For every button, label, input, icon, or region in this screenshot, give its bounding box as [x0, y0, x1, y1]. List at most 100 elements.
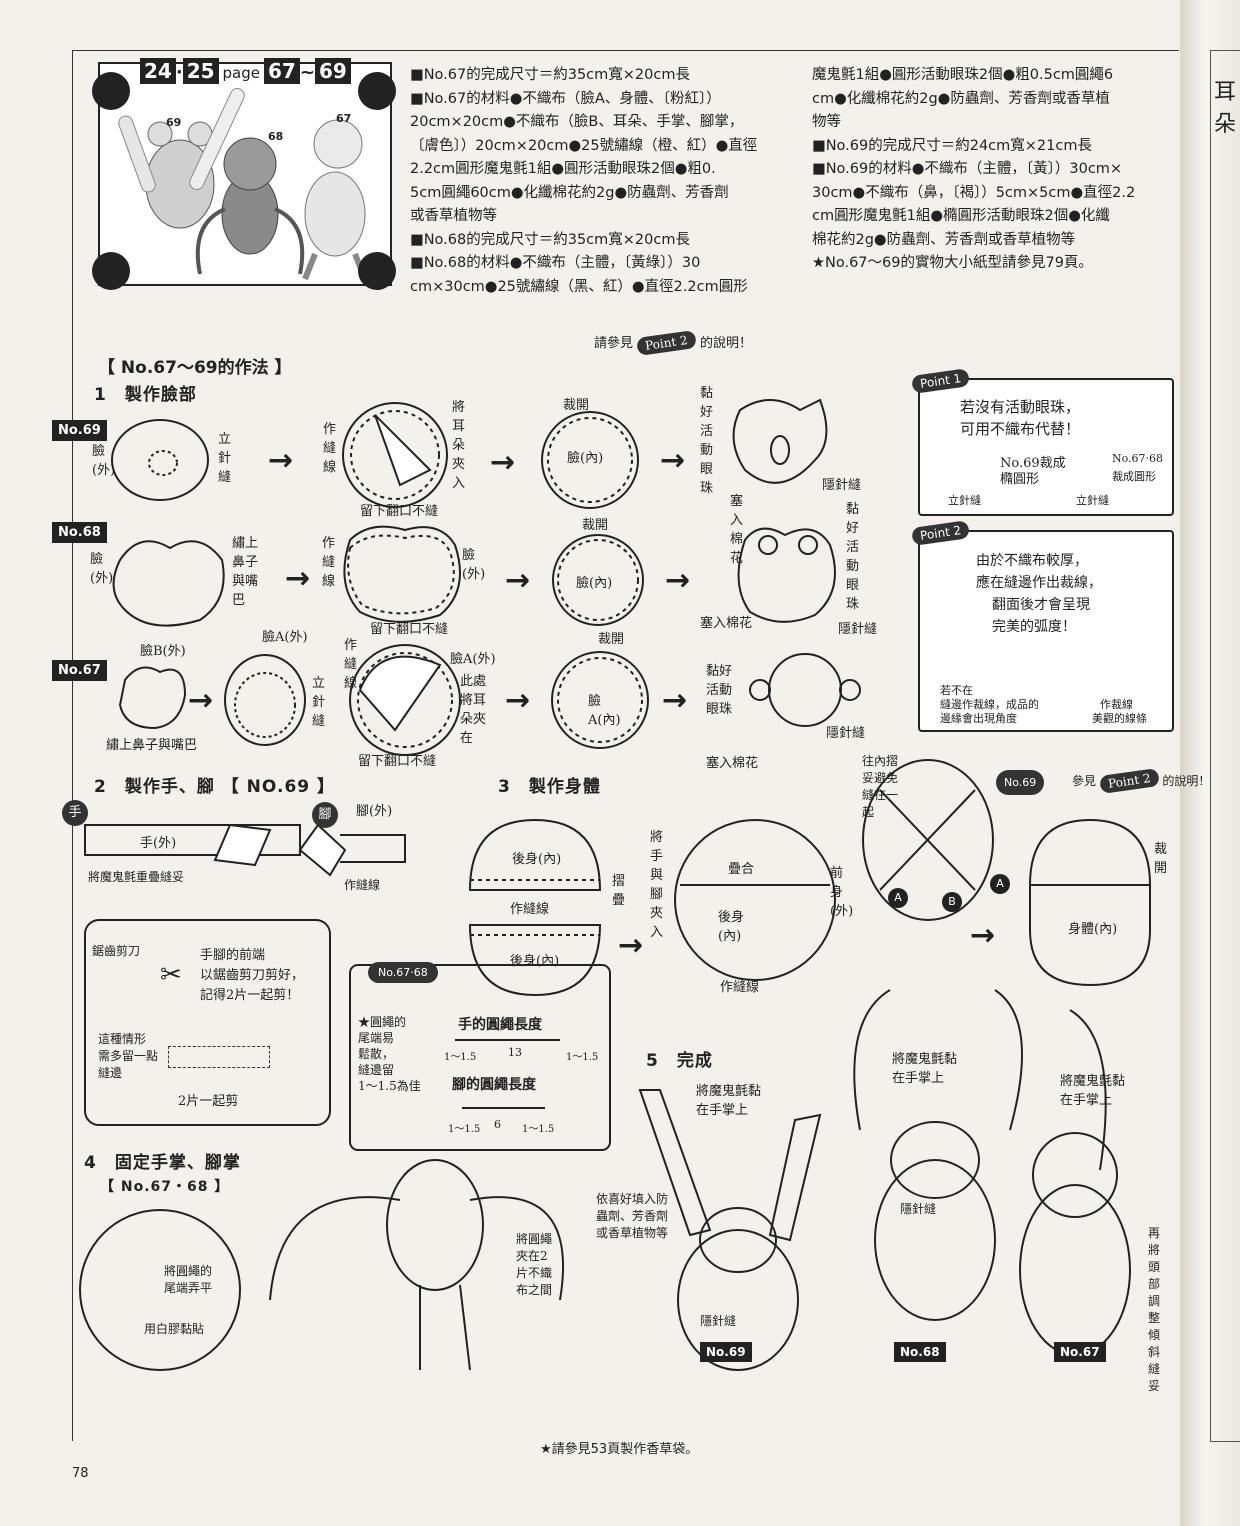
point-2-box: Point 2 由於不織布較厚， 應在縫邊作出裁線， 翻面後才會呈現 完美的弧度… [911, 520, 1174, 732]
marker-a: A [888, 888, 908, 908]
materials-line: 20cm×20cm●不織布（臉B、耳朵、手掌、腳掌， [410, 114, 744, 130]
step-5-heading: 5 完成 [646, 1051, 713, 1071]
content-frame [72, 50, 1179, 1441]
label: 臉(外) [462, 548, 486, 582]
label: 隱針縫 [822, 478, 862, 493]
label: 裁開 [582, 518, 609, 533]
label: 繡上鼻子與嘴巴 [232, 536, 259, 608]
label: 再將頭部調整傾斜縫妥 [1148, 1226, 1161, 1393]
label: 手腳的前端 [200, 948, 266, 963]
hand-rope-title: 手的圓繩長度 [458, 1017, 542, 1033]
tab-no69: No.69 [52, 420, 107, 441]
label: 黏好活動眼珠 [700, 386, 714, 496]
materials-line: 30cm●不織布（鼻，〔褐〕）5cm×5cm●直徑2.2 [812, 184, 1136, 201]
label: 作縫線 [510, 902, 550, 917]
materials-line: ■No.68的完成尺寸＝約35cm寬×20cm長 [410, 231, 690, 248]
materials-line: ★No.67～69的實物大小紙型請參見79頁。 [812, 255, 1093, 271]
label: 裁開 [598, 632, 625, 647]
marker-b: B [942, 892, 962, 912]
label: 往內摺妥避免縫在一起 [862, 754, 899, 819]
label: 將圓繩的尾端弄平 [164, 1264, 213, 1295]
materials-line: cm●化纖棉花約2g●防蟲劑、芳香劑或香草植 [812, 90, 1110, 107]
label: 隱針縫 [838, 622, 878, 637]
svg-text:→: → [618, 928, 643, 963]
rope-badge: No.67‧68 [368, 962, 438, 983]
materials-line: 〔膚色〕）20cm×20cm●25號繡線（橙、紅）●直徑 [410, 137, 758, 154]
next-page-heading: 耳朵 [1214, 80, 1237, 137]
photo-corner [358, 72, 396, 110]
svg-text:→: → [505, 563, 530, 598]
label: 將魔鬼氈黏在手掌上 [892, 1052, 958, 1086]
photo-corner [92, 72, 130, 110]
label: 將圓繩夾在2片不織布之間 [516, 1232, 553, 1297]
label: 臉(外) [90, 552, 114, 586]
svg-text:→: → [188, 683, 213, 718]
tab-no68: No.68 [52, 522, 107, 543]
materials-line: 或香草植物等 [410, 208, 497, 224]
photo-label-68: 68 [268, 130, 284, 143]
svg-text:→: → [662, 683, 687, 718]
label: 依喜好填入防蟲劑、芳香劑或香草植物等 [596, 1192, 669, 1240]
materials-list-left: ■No.67的完成尺寸＝約35cm寬×20cm長 ■No.67的材料●不織布（臉… [410, 64, 792, 299]
label: 臉(內) [567, 451, 604, 466]
photo-corner [92, 252, 130, 290]
refer-note: 請參見 Point 2 的說明！ [594, 330, 752, 356]
materials-line: 魔鬼氈1組●圓形活動眼珠2個●粗0.5cm圓繩6 [812, 67, 1114, 83]
label: 臉A(外) [450, 652, 496, 667]
label: 用白膠黏貼 [144, 1322, 205, 1336]
method-title: 【 No.67～69的作法 】 [98, 358, 292, 378]
page-number: 78 [72, 1466, 89, 1481]
step-2-heading: 2 製作手、腳 【 NO.69 】 [94, 777, 336, 797]
materials-line: ■No.67的材料●不織布（臉A、身體、〔粉紅〕） [410, 90, 721, 107]
final-no67: No.67 [1054, 1342, 1106, 1362]
label: 塞入棉花 [700, 616, 753, 631]
svg-text:→: → [285, 561, 310, 596]
next-page-edge [1210, 50, 1240, 1442]
project-number: 25 [182, 58, 219, 84]
label: 黏好活動眼珠 [846, 502, 860, 612]
label: 將魔鬼氈黏在手掌上 [1060, 1074, 1126, 1108]
step-4-heading: 4 固定手掌、腳掌 [84, 1153, 241, 1173]
materials-line: cm×30cm●25號繡線（黑、紅）●直徑2.2cm圓形 [410, 278, 748, 295]
materials-line: cm圓形魔鬼氈1組●橢圓形活動眼珠2個●化纖 [812, 208, 1110, 224]
materials-line: 物等 [812, 114, 841, 130]
label: 臉(外) [92, 444, 116, 478]
materials-line: ■No.67的完成尺寸＝約35cm寬×20cm長 [410, 67, 690, 83]
footer-note: ★請參見53頁製作香草袋。 [540, 1442, 699, 1457]
label: 這種情形需多留一點縫邊 [98, 1032, 159, 1080]
point-1-box: Point 1 若沒有活動眼珠， 可用不織布代替！ No.69裁成 橢圓形 No… [911, 368, 1174, 516]
label: 留下翻口不縫 [358, 754, 437, 769]
label: 隱針縫 [700, 1314, 737, 1328]
materials-line: ■No.69的材料●不織布（主體，〔黃〕）30cm× [812, 161, 1123, 177]
step-1-heading: 1 製作臉部 [94, 385, 197, 405]
tab-no67: No.67 [52, 660, 107, 681]
label: 立針縫 [312, 676, 326, 729]
toys-photo-illustration [118, 87, 368, 281]
label: 作縫線 [323, 422, 337, 475]
page-number: 69 [314, 58, 351, 84]
strip-illustration [168, 1046, 270, 1068]
foot-badge: 腳 [312, 802, 338, 828]
label: 塞入棉花 [706, 756, 759, 771]
materials-line: 5cm圓繩60cm●化纖棉花約2g●防蟲劑、芳香劑 [410, 184, 729, 201]
label: 以鋸齒剪刀剪好， [200, 968, 305, 983]
marker-a: A [990, 874, 1010, 894]
label: 將手與腳夾入 [650, 830, 664, 940]
label: 繡上鼻子與嘴巴 [106, 738, 198, 753]
step-4-tag: 【 No.67・68 】 [100, 1179, 230, 1195]
label: 留下翻口不縫 [370, 622, 449, 637]
label: 鋸齒剪刀 [92, 944, 141, 958]
product-photo: 69 68 67 [98, 62, 392, 286]
label: 後身(內) [718, 910, 745, 944]
label: 作縫線 [344, 638, 358, 691]
materials-line: 棉花約2g●防蟲劑、芳香劑或香草植物等 [812, 231, 1076, 248]
label: 隱針縫 [826, 726, 866, 741]
label: 裁開 [1154, 842, 1168, 876]
label: 立針縫 [218, 432, 232, 485]
label: 塞入棉花 [730, 494, 744, 566]
svg-text:→: → [660, 443, 685, 478]
